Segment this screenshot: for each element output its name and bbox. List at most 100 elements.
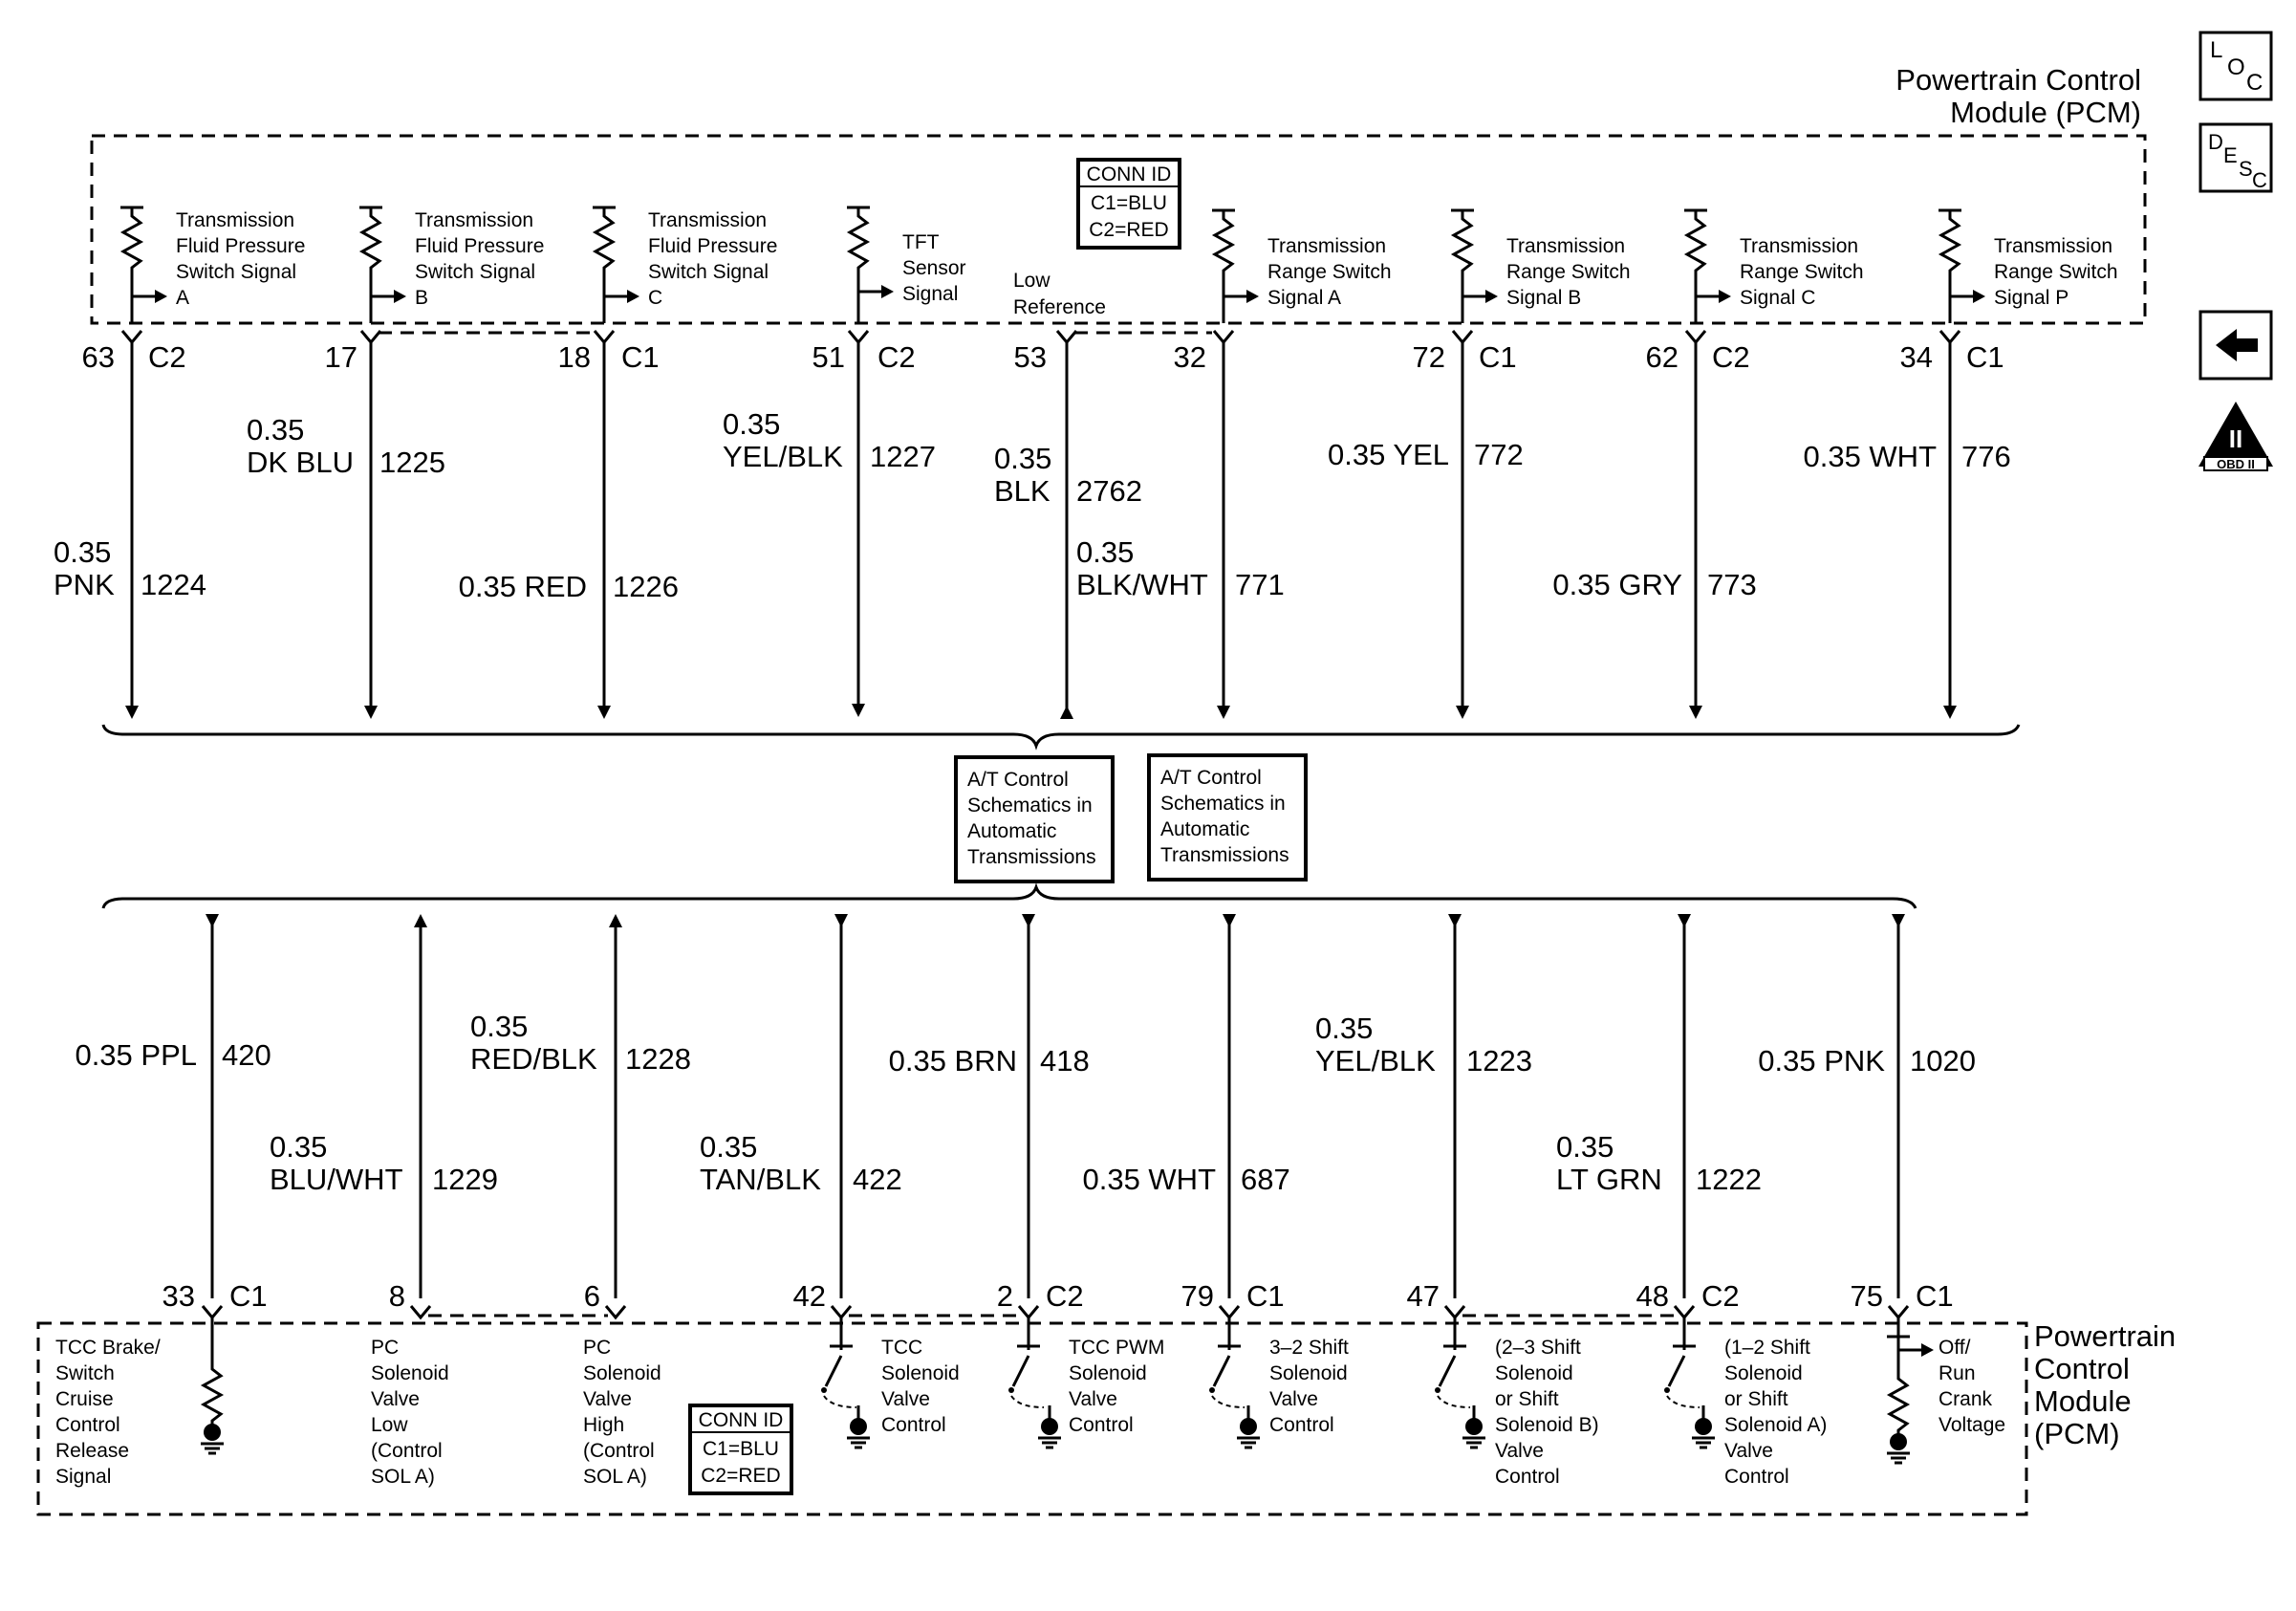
circuit-label: Solenoid B) bbox=[1495, 1414, 1599, 1436]
loc-letter: L bbox=[2210, 37, 2222, 63]
wire-color: RED/BLK bbox=[470, 1042, 597, 1076]
wire-gauge-color: 0.35 YEL bbox=[1328, 438, 1449, 471]
circuit-label: Control bbox=[1724, 1466, 1789, 1488]
circuit-label: 3–2 Shift bbox=[1269, 1337, 1349, 1359]
back-button[interactable] bbox=[2199, 310, 2273, 381]
circuit-label: Solenoid bbox=[881, 1362, 960, 1384]
circuit-number: 776 bbox=[1961, 440, 2011, 473]
bottom-circuit-1-2-shift-solenoid: (1–2 Shift Solenoid or Shift Solenoid A)… bbox=[1556, 914, 1827, 1488]
circuit-number: 1227 bbox=[870, 440, 936, 473]
circuit-label: Signal bbox=[902, 283, 958, 305]
top-module-title-line1: Powertrain Control bbox=[1895, 63, 2141, 97]
connector-id: C2 bbox=[877, 340, 916, 374]
circuit-number: 418 bbox=[1040, 1044, 1090, 1078]
circuit-label: Low bbox=[1013, 270, 1051, 292]
bottom-circuit-pc-solenoid-low: PC Solenoid Valve Low (Control SOL A) 8 … bbox=[270, 914, 498, 1488]
circuit-label: Run bbox=[1939, 1362, 1976, 1384]
reference-text: Transmissions bbox=[1160, 844, 1289, 866]
top-circuit-range-switch-a: Transmission Range Switch Signal A 32 0.… bbox=[1076, 208, 1392, 719]
circuit-label: Control bbox=[881, 1414, 946, 1436]
conn-id-c1-top: C1=BLU bbox=[1091, 192, 1167, 214]
location-button[interactable]: L O C bbox=[2199, 31, 2273, 101]
pin-number: 42 bbox=[793, 1279, 826, 1313]
wire-gauge: 0.35 bbox=[54, 535, 111, 569]
bottom-circuit-tcc-brake-switch: TCC Brake/ Switch Cruise Control Release… bbox=[55, 914, 271, 1488]
bottom-circuit-off-run-crank-voltage: Off/ Run Crank Voltage 75 C1 0.35 PNK 10… bbox=[1758, 914, 2005, 1465]
pin-number: 33 bbox=[162, 1279, 195, 1313]
circuit-label: Control bbox=[55, 1414, 120, 1436]
circuit-label: Switch Signal bbox=[176, 261, 296, 283]
pin-number: 32 bbox=[1174, 340, 1206, 374]
top-circuit-range-switch-c: Transmission Range Switch Signal C 62 C2… bbox=[1552, 208, 1864, 719]
reference-box-at-control-2: A/T Control Schematics in Automatic Tran… bbox=[1147, 753, 1308, 882]
connector-id: C1 bbox=[1246, 1279, 1285, 1313]
circuit-label: Valve bbox=[1069, 1388, 1117, 1410]
wire-gauge: 0.35 bbox=[723, 407, 780, 441]
wire-gauge-color: 0.35 RED bbox=[459, 570, 587, 603]
circuit-label: Control bbox=[1269, 1414, 1334, 1436]
conn-id-c2-top: C2=RED bbox=[1089, 219, 1168, 241]
conn-id-title-bottom: CONN ID bbox=[699, 1409, 784, 1431]
circuit-label: Reference bbox=[1013, 296, 1106, 318]
wire-color: PNK bbox=[54, 568, 115, 601]
desc-letter: S bbox=[2239, 157, 2253, 181]
obd-text: OBD II bbox=[2217, 457, 2255, 471]
circuit-number: 420 bbox=[222, 1038, 271, 1072]
circuit-number: 1225 bbox=[379, 446, 445, 479]
connector-id: C1 bbox=[1916, 1279, 1954, 1313]
circuit-label: High bbox=[583, 1414, 624, 1436]
top-circuit-range-switch-b: Transmission Range Switch Signal B 72 C1… bbox=[1328, 208, 1631, 719]
circuit-label: PC bbox=[583, 1337, 611, 1359]
bottom-circuit-2-3-shift-solenoid: (2–3 Shift Solenoid or Shift Solenoid B)… bbox=[1315, 914, 1599, 1488]
circuit-number: 1223 bbox=[1466, 1044, 1532, 1078]
wire-color: BLK/WHT bbox=[1076, 568, 1208, 601]
circuit-label: Transmission bbox=[176, 209, 294, 231]
bottom-circuit-tcc-pwm-solenoid: TCC PWM Solenoid Valve Control 2 C2 0.35… bbox=[889, 914, 1164, 1449]
circuit-label: Transmission bbox=[1506, 235, 1625, 257]
wire-gauge-color: 0.35 BRN bbox=[889, 1044, 1017, 1078]
wire-gauge: 0.35 bbox=[1556, 1130, 1614, 1164]
connector-id: C1 bbox=[1479, 340, 1517, 374]
circuit-label: PC bbox=[371, 1337, 399, 1359]
wire-gauge: 0.35 bbox=[270, 1130, 327, 1164]
circuit-number: 773 bbox=[1707, 568, 1757, 601]
wire-gauge: 0.35 bbox=[1076, 535, 1134, 569]
circuit-label: Range Switch bbox=[1506, 261, 1631, 283]
circuit-label: Solenoid bbox=[371, 1362, 449, 1384]
circuit-number: 1224 bbox=[141, 568, 206, 601]
circuit-label: Release bbox=[55, 1440, 129, 1462]
circuit-label: Transmission bbox=[648, 209, 767, 231]
circuit-number: 772 bbox=[1474, 438, 1524, 471]
obd-ii-button[interactable]: II OBD II bbox=[2199, 402, 2273, 471]
loc-letter: O bbox=[2227, 54, 2245, 80]
circuit-label: TCC PWM bbox=[1069, 1337, 1164, 1359]
reference-text: A/T Control bbox=[967, 769, 1069, 791]
pin-number: 72 bbox=[1413, 340, 1445, 374]
pin-number: 63 bbox=[82, 340, 115, 374]
circuit-label: (Control bbox=[371, 1440, 443, 1462]
circuit-number: 1228 bbox=[625, 1042, 691, 1076]
circuit-label: Signal P bbox=[1994, 287, 2069, 309]
harness-brace-top bbox=[101, 724, 2021, 751]
obd-numeral: II bbox=[2229, 425, 2242, 453]
circuit-label: Range Switch bbox=[1267, 261, 1392, 283]
pin-number: 17 bbox=[325, 340, 357, 374]
circuit-label: Solenoid bbox=[1495, 1362, 1573, 1384]
bottom-module-title-line3: Module bbox=[2034, 1384, 2132, 1418]
wire-gauge-color: 0.35 WHT bbox=[1082, 1163, 1216, 1196]
description-button[interactable]: D E S C bbox=[2199, 122, 2273, 193]
circuit-label: Control bbox=[1069, 1414, 1134, 1436]
wire-gauge-color: 0.35 WHT bbox=[1803, 440, 1937, 473]
circuit-label: (2–3 Shift bbox=[1495, 1337, 1581, 1359]
wire-gauge: 0.35 bbox=[1315, 1012, 1373, 1045]
reference-box-at-control-1: A/T Control Schematics in Automatic Tran… bbox=[954, 755, 1115, 883]
conn-id-title-top: CONN ID bbox=[1087, 163, 1172, 185]
pin-number: 8 bbox=[389, 1279, 405, 1313]
circuit-label: Signal C bbox=[1740, 287, 1815, 309]
wire-gauge-color: 0.35 PPL bbox=[75, 1038, 197, 1072]
bottom-circuit-3-2-shift-solenoid: 3–2 Shift Solenoid Valve Control 79 C1 0… bbox=[1082, 914, 1349, 1449]
circuit-label: Transmission bbox=[415, 209, 533, 231]
bottom-circuit-tcc-solenoid: TCC Solenoid Valve Control 42 0.35 TAN/B… bbox=[700, 914, 960, 1449]
wire-gauge: 0.35 bbox=[994, 442, 1051, 475]
